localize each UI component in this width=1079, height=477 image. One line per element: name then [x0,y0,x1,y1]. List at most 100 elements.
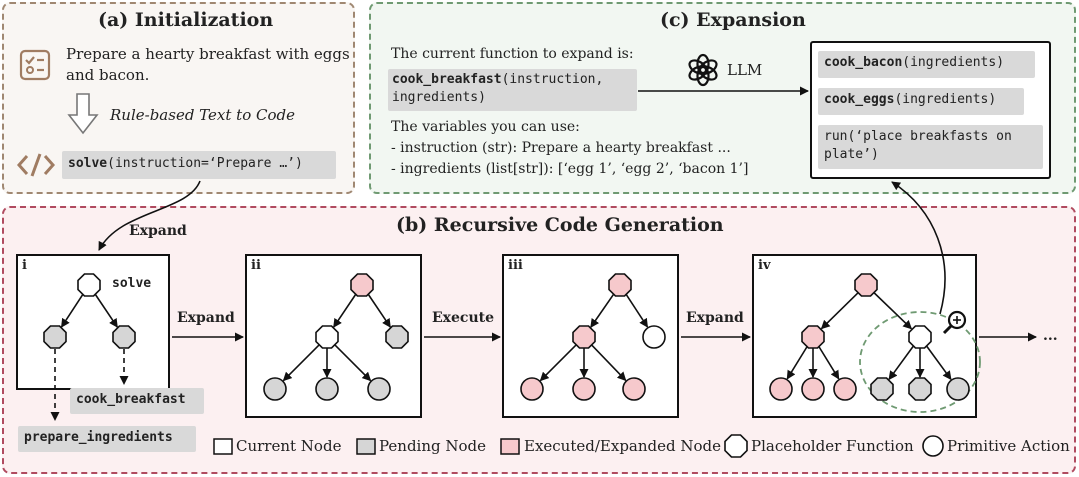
tree-ii-leaf3 [367,377,391,401]
variable-ingredients: - ingredients (list[str]): [‘egg 1’, ‘eg… [391,161,749,177]
tree-ii-leaf2 [315,377,339,401]
cook-breakfast-node-label: cook_breakfast [70,388,204,414]
expansion-title: (c) Expansion [660,9,806,31]
edge-i-left [60,293,84,328]
magnifier-handle [942,324,953,335]
prepare-ingredients-node-label: prepare_ingredients [18,426,196,452]
cook-eggs-args: (ingredients) [894,92,997,107]
cook-eggs-code: cook_eggs(ingredients) [818,88,1024,115]
legend-primitive-circle [922,435,944,457]
tree-i-left [43,325,67,349]
edge-iv-e [818,345,840,380]
edge-ii-e [334,344,372,382]
cook-breakfast-args2: ingredients) [392,90,486,105]
tree-iv-leaf5 [908,377,932,401]
variables-title: The variables you can use: [391,119,580,135]
task-text-line2: and bacon. [66,66,150,84]
legend-placeholder-octagon [724,434,748,458]
tree-iii-root [608,273,632,297]
panel-iv-label: iv [758,258,771,273]
tree-iv-leaf3 [833,377,857,401]
edge-iii-a [590,293,615,328]
solve-function-args: (instruction=‘Prepare …’) [107,156,303,171]
arrow-label-expand-2: Expand [686,310,744,326]
tree-iii-leaf1 [520,377,544,401]
legend-primitive-label: Primitive Action [947,437,1070,455]
legend-current-label: Current Node [236,437,342,455]
tree-iv-leaf1 [769,377,793,401]
legend-placeholder-label: Placeholder Function [751,437,914,455]
edge-ii-a [333,293,357,328]
tree-iv-leaf4 [870,377,894,401]
arrow-label-execute: Execute [432,310,495,326]
tree-iv-mid [801,325,825,349]
tree-i-root [77,273,101,297]
llm-label: LLM [727,61,763,79]
tree-ii-mid [315,325,339,349]
focus-ellipse [859,311,981,413]
task-text-line1: Prepare a hearty breakfast with eggs [66,45,350,63]
run-plate-line2: plate’) [824,147,879,162]
code-brackets-icon [16,150,56,180]
tree-ii-right [385,325,409,349]
cook-breakfast-args1: (instruction, [501,72,604,87]
tree-iii-leaf2 [572,377,596,401]
solve-function-name: solve [68,156,108,171]
edge-i-right [94,293,118,328]
tree-iv-right [908,325,932,349]
tree-iv-leaf2 [801,377,825,401]
solve-node-label: solve [112,276,152,291]
variable-instruction: - instruction (str): Prepare a hearty br… [391,140,731,156]
tree-i-right [112,325,136,349]
run-plate-code: run(‘place breakfasts on plate’) [818,125,1043,169]
legend-executed-swatch [500,438,520,455]
edge-iv-b [873,292,913,330]
curve-arrow-to-expansion [891,181,946,315]
cook-breakfast-code: cook_breakfast(instruction, ingredients) [388,69,637,111]
curve-arrow-expand-top [98,180,201,251]
continuation-ellipsis: ... [1043,328,1058,344]
run-plate-line1: run(‘place breakfasts on [824,129,1012,144]
legend-current-swatch [213,438,233,455]
prepare-ingredients-text: prepare_ingredients [24,430,173,445]
tree-iii-right [642,325,666,349]
legend-pending-swatch [356,438,376,455]
cook-bacon-code: cook_bacon(ingredients) [818,51,1035,78]
down-arrow-icon [67,93,99,135]
tree-iv-root [854,273,878,297]
solve-code-snippet: solve(instruction=‘Prepare …’) [62,151,336,179]
edge-iv-h [925,345,952,381]
recursive-title: (b) Recursive Code Generation [396,214,724,236]
edge-iv-a [820,292,859,330]
cook-bacon-fn: cook_bacon [824,55,903,70]
panel-iii-label: iii [508,258,523,273]
cook-breakfast-fn: cook_breakfast [392,72,502,87]
expansion-prompt: The current function to expand is: [391,46,634,62]
tree-ii-root [350,273,374,297]
edge-ii-b [367,293,391,328]
tree-iv-leaf6 [946,377,970,401]
expand-top-label: Expand [129,223,187,239]
arrow-label-expand-1: Expand [177,310,235,326]
legend-pending-label: Pending Node [379,437,487,455]
edge-iii-b [625,293,649,328]
edge-iv-f [888,345,915,381]
panel-ii-label: ii [251,258,261,273]
edge-iii-c [539,344,577,382]
panel-i-label: i [22,258,27,273]
tree-iii-mid [572,325,596,349]
checklist-icon [18,48,52,82]
cook-breakfast-text: cook_breakfast [76,392,186,407]
initialization-title: (a) Initialization [98,9,274,31]
rule-based-label: Rule-based Text to Code [110,106,295,124]
tree-ii-leaf1 [263,377,287,401]
openai-logo-icon [686,53,720,87]
cook-eggs-fn: cook_eggs [824,92,895,107]
edge-iv-c [786,345,808,380]
legend-executed-label: Executed/Expanded Node [524,437,722,455]
edge-iii-e [591,344,627,382]
cook-bacon-args: (ingredients) [902,55,1005,70]
tree-iii-leaf3 [622,377,646,401]
edge-ii-c [282,344,320,382]
